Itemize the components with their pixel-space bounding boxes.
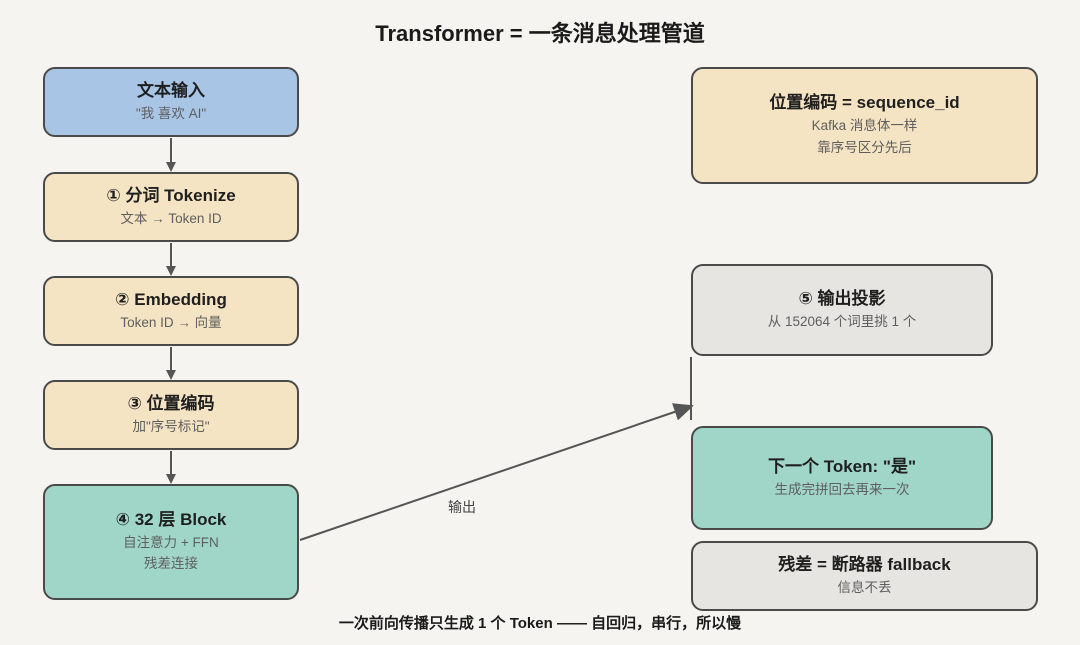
node-title: 残差 = 断路器 fallback (778, 554, 951, 574)
next-token-node: 下一个 Token: "是" 生成完拼回去再来一次 (691, 426, 993, 530)
diagram-title: Transformer = 一条消息处理管道 (375, 21, 705, 46)
node-subtitle: 信息不丢 (837, 579, 892, 595)
node-title: 位置编码 = sequence_id (769, 93, 960, 113)
text-input-node: 文本输入 "我 喜欢 AI" (43, 67, 299, 137)
block-stack-node: ④ 32 层 Block 自注意力 + FFN 残差连接 (43, 484, 299, 600)
node-subtitle: "我 喜欢 AI" (135, 105, 207, 121)
node-subtitle-2: 残差连接 (144, 556, 198, 572)
node-title: ④ 32 层 Block (115, 509, 227, 529)
node-subtitle: 加"序号标记" (132, 418, 210, 434)
output-projection-node: ⑤ 输出投影 从 152064 个词里挑 1 个 (691, 264, 993, 356)
embedding-node: ② Embedding Token ID → 向量 (43, 276, 299, 346)
node-subtitle: 从 152064 个词里挑 1 个 (767, 313, 917, 329)
node-subtitle-2: 靠序号区分先后 (817, 139, 912, 155)
footer-caption: 一次前向传播只生成 1 个 Token —— 自回归，串行，所以慢 (338, 615, 742, 632)
node-title: ⑤ 输出投影 (798, 288, 886, 308)
residual-note-node: 残差 = 断路器 fallback 信息不丢 (691, 541, 1038, 611)
node-title: ① 分词 Tokenize (106, 185, 236, 205)
node-subtitle: 文本 → Token ID (120, 210, 222, 226)
node-title: ③ 位置编码 (127, 393, 215, 413)
node-subtitle: 生成完拼回去再来一次 (774, 481, 910, 497)
node-title: ② Embedding (115, 289, 227, 309)
edge-label-output: 输出 (448, 499, 476, 515)
node-title: 下一个 Token: "是" (767, 456, 917, 476)
sequence-id-note-node: 位置编码 = sequence_id Kafka 消息体一样 靠序号区分先后 (691, 67, 1038, 184)
node-title: 文本输入 (137, 80, 205, 100)
arrow-block-to-output (299, 403, 694, 541)
positional-encoding-node: ③ 位置编码 加"序号标记" (43, 380, 299, 450)
node-subtitle: 自注意力 + FFN (123, 534, 219, 550)
node-subtitle: Kafka 消息体一样 (811, 118, 918, 134)
tokenize-node: ① 分词 Tokenize 文本 → Token ID (43, 172, 299, 242)
node-subtitle: Token ID → 向量 (120, 314, 222, 330)
